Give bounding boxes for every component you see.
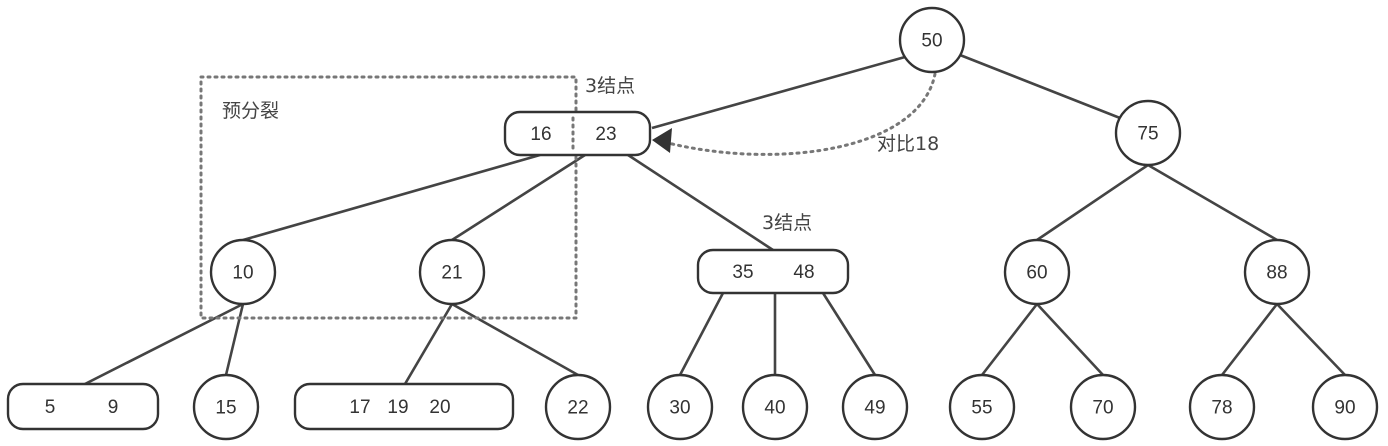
- tree-node-40: 40: [741, 373, 809, 441]
- edge-n10-n5_9: [84, 302, 244, 386]
- edge-n16_23-n21: [451, 153, 586, 242]
- node-key: 35: [732, 262, 753, 283]
- tree-node-49: 49: [841, 373, 909, 441]
- node-shape: [646, 373, 714, 441]
- edge-n16_23-n35_48: [627, 153, 774, 252]
- node-shape: [503, 110, 652, 157]
- tree-node-22: 22: [544, 373, 612, 441]
- node-key: 70: [1092, 398, 1113, 419]
- edge-n60-n70: [1036, 303, 1104, 376]
- label-3-node-top: 3结点: [585, 75, 635, 97]
- tree-node-17_19_20: 17 19 20: [293, 382, 515, 431]
- compare-arrow: [666, 72, 937, 156]
- node-key: 49: [864, 398, 885, 419]
- edge-n21-n17_19_20: [403, 303, 454, 385]
- tree-node-88: 88: [1243, 238, 1311, 306]
- tree-node-90: 90: [1311, 373, 1379, 441]
- node-shape: [898, 6, 966, 74]
- edges: [84, 53, 1346, 386]
- edge-n50-n75: [959, 53, 1121, 120]
- node-shape: [696, 248, 850, 295]
- pre-split-box: [199, 75, 578, 320]
- node-key: 50: [921, 31, 942, 52]
- node-shape: [209, 238, 277, 306]
- edge-n88-n90: [1276, 303, 1346, 376]
- node-shape: [1311, 373, 1379, 441]
- tree-node-15: 15: [192, 373, 260, 441]
- node-key: 10: [232, 263, 253, 284]
- node-shape: [741, 373, 809, 441]
- node-key: 9: [108, 397, 119, 418]
- node-key: 15: [215, 398, 236, 419]
- edge-n10-n15: [224, 303, 245, 376]
- edge-n60-n55: [980, 303, 1039, 376]
- tree-node-21: 21: [418, 238, 486, 306]
- tree-node-50: 50: [898, 6, 966, 74]
- arrow-head-icon: [652, 128, 672, 153]
- node-key: 21: [441, 263, 462, 284]
- node-shape: [948, 373, 1016, 441]
- label-compare-18: 对比18: [877, 133, 939, 155]
- node-shape: [418, 238, 486, 306]
- node-shape: [841, 373, 909, 441]
- edge-n50-n16_23: [651, 55, 906, 130]
- node-key: 16: [530, 124, 551, 145]
- tree-node-70: 70: [1069, 373, 1137, 441]
- node-key: 90: [1334, 398, 1355, 419]
- label-3-node-mid: 3结点: [762, 212, 812, 234]
- node-key: 60: [1026, 263, 1047, 284]
- node-key: 20: [429, 397, 450, 418]
- node-shape: [544, 373, 612, 441]
- node-key: 5: [45, 397, 56, 418]
- edge-n75-n60: [1036, 163, 1149, 242]
- node-key: 19: [387, 397, 408, 418]
- node-shape: [1114, 99, 1182, 167]
- node-shape: [1069, 373, 1137, 441]
- node-shape: [293, 382, 515, 431]
- node-key: 75: [1137, 124, 1158, 145]
- tree-node-75: 75: [1114, 99, 1182, 167]
- node-key: 78: [1211, 398, 1232, 419]
- edge-n35_48-n30: [678, 292, 725, 376]
- node-key: 88: [1266, 263, 1287, 284]
- node-key: 30: [669, 398, 690, 419]
- edge-n16_23-n10: [242, 153, 541, 242]
- node-key: 22: [567, 398, 588, 419]
- node-shape: [6, 382, 160, 431]
- tree-node-60: 60: [1003, 238, 1071, 306]
- tree-node-78: 78: [1188, 373, 1256, 441]
- node-shape: [1003, 238, 1071, 306]
- node-key: 40: [764, 398, 785, 419]
- edge-n75-n88: [1147, 163, 1278, 242]
- node-key: 17: [349, 397, 370, 418]
- tree-node-35_48: 35 48: [696, 248, 850, 295]
- edge-n88-n78: [1220, 303, 1279, 376]
- node-key: 48: [793, 262, 814, 283]
- edge-n21-n22: [451, 302, 579, 377]
- label-pre-split: 预分裂: [222, 100, 279, 122]
- tree-node-10: 10: [209, 238, 277, 306]
- node-key: 23: [595, 124, 616, 145]
- node-shape: [1188, 373, 1256, 441]
- node-shape: [1243, 238, 1311, 306]
- node-shape: [192, 373, 260, 441]
- tree-node-30: 30: [646, 373, 714, 441]
- tree-node-55: 55: [948, 373, 1016, 441]
- edge-n35_48-n49: [821, 292, 877, 376]
- node-key: 55: [971, 398, 992, 419]
